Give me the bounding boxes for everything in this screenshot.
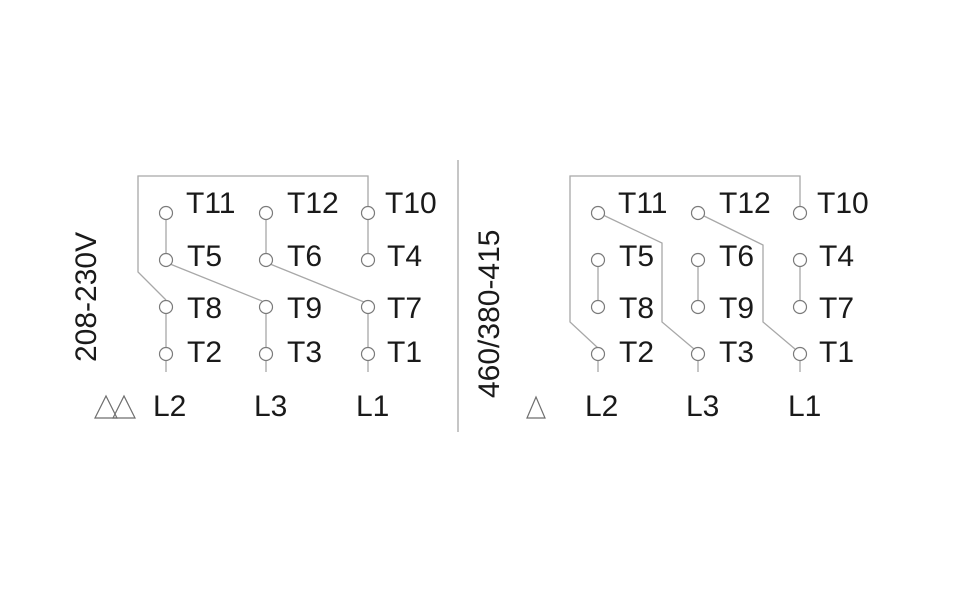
terminal-label: T12 <box>287 187 339 220</box>
terminal-node <box>360 252 376 268</box>
terminal-label: T12 <box>719 187 771 220</box>
voltage-label: 460/380-415 <box>473 230 506 399</box>
terminal-label: T1 <box>387 336 422 369</box>
line-label-l3: L3 <box>686 390 719 423</box>
terminal-label: T5 <box>187 240 222 273</box>
terminal-label: T3 <box>719 336 754 369</box>
terminal-node <box>360 205 376 221</box>
terminal-label: T2 <box>187 336 222 369</box>
terminal-node <box>360 299 376 315</box>
terminal-label: T11 <box>186 187 235 220</box>
left-panel: T11 T12 T10 T5 T6 T4 T8 T9 T7 T2 T3 T1 L… <box>70 175 437 423</box>
terminal-node <box>590 252 606 268</box>
delta-icon <box>526 395 546 419</box>
terminal-node <box>258 346 274 362</box>
right-wire-t12-t1 <box>703 215 796 350</box>
terminal-label: T8 <box>187 292 222 325</box>
terminal-node <box>792 299 808 315</box>
terminal-node <box>158 346 174 362</box>
left-wire-t10-t8 <box>137 175 369 301</box>
terminal-node <box>158 205 174 221</box>
right-wires <box>569 175 801 372</box>
right-wire-t10-t2 <box>569 175 801 349</box>
terminal-label: T4 <box>387 240 422 273</box>
right-terminals <box>590 205 808 362</box>
terminal-node <box>792 346 808 362</box>
terminal-node <box>258 252 274 268</box>
line-label-l3: L3 <box>254 390 287 423</box>
terminal-label: T10 <box>385 187 437 220</box>
terminal-label: T9 <box>719 292 754 325</box>
left-terminals <box>158 205 376 362</box>
terminal-node <box>258 205 274 221</box>
terminal-node <box>792 252 808 268</box>
left-wire-t5-t9 <box>169 263 263 302</box>
voltage-label: 208-230V <box>70 232 103 362</box>
terminal-label: T3 <box>287 336 322 369</box>
terminal-label: T8 <box>619 292 654 325</box>
left-line-labels: L2 L3 L1 <box>153 390 389 423</box>
double-delta-icon <box>94 394 136 419</box>
terminal-label: T11 <box>618 187 667 220</box>
left-wire-t6-t7 <box>269 263 365 303</box>
left-terminal-labels: T11 T12 T10 T5 T6 T4 T8 T9 T7 T2 T3 T1 <box>186 187 437 369</box>
terminal-node <box>792 205 808 221</box>
terminal-label: T9 <box>287 292 322 325</box>
terminal-label: T2 <box>619 336 654 369</box>
terminal-label: T7 <box>819 292 854 325</box>
terminal-node <box>258 299 274 315</box>
terminal-node <box>360 346 376 362</box>
terminal-label: T4 <box>819 240 854 273</box>
terminal-label: T1 <box>819 336 854 369</box>
terminal-node <box>690 205 706 221</box>
line-label-l2: L2 <box>153 390 186 423</box>
terminal-node <box>590 205 606 221</box>
terminal-label: T10 <box>817 187 869 220</box>
terminal-node <box>690 346 706 362</box>
terminal-node <box>590 299 606 315</box>
terminal-node <box>158 252 174 268</box>
terminal-label: T6 <box>287 240 322 273</box>
right-line-labels: L2 L3 L1 <box>585 390 821 423</box>
right-wire-t11-t3 <box>602 214 695 350</box>
terminal-node <box>690 299 706 315</box>
terminal-label: T7 <box>387 292 422 325</box>
terminal-node <box>690 252 706 268</box>
left-wires <box>137 175 369 372</box>
line-label-l2: L2 <box>585 390 618 423</box>
line-label-l1: L1 <box>356 390 389 423</box>
line-label-l1: L1 <box>788 390 821 423</box>
terminal-node <box>158 299 174 315</box>
right-terminal-labels: T11 T12 T10 T5 T6 T4 T8 T9 T7 T2 T3 T1 <box>618 187 869 369</box>
terminal-label: T5 <box>619 240 654 273</box>
terminal-node <box>590 346 606 362</box>
right-panel: T11 T12 T10 T5 T6 T4 T8 T9 T7 T2 T3 T1 L… <box>473 175 869 423</box>
terminal-label: T6 <box>719 240 754 273</box>
